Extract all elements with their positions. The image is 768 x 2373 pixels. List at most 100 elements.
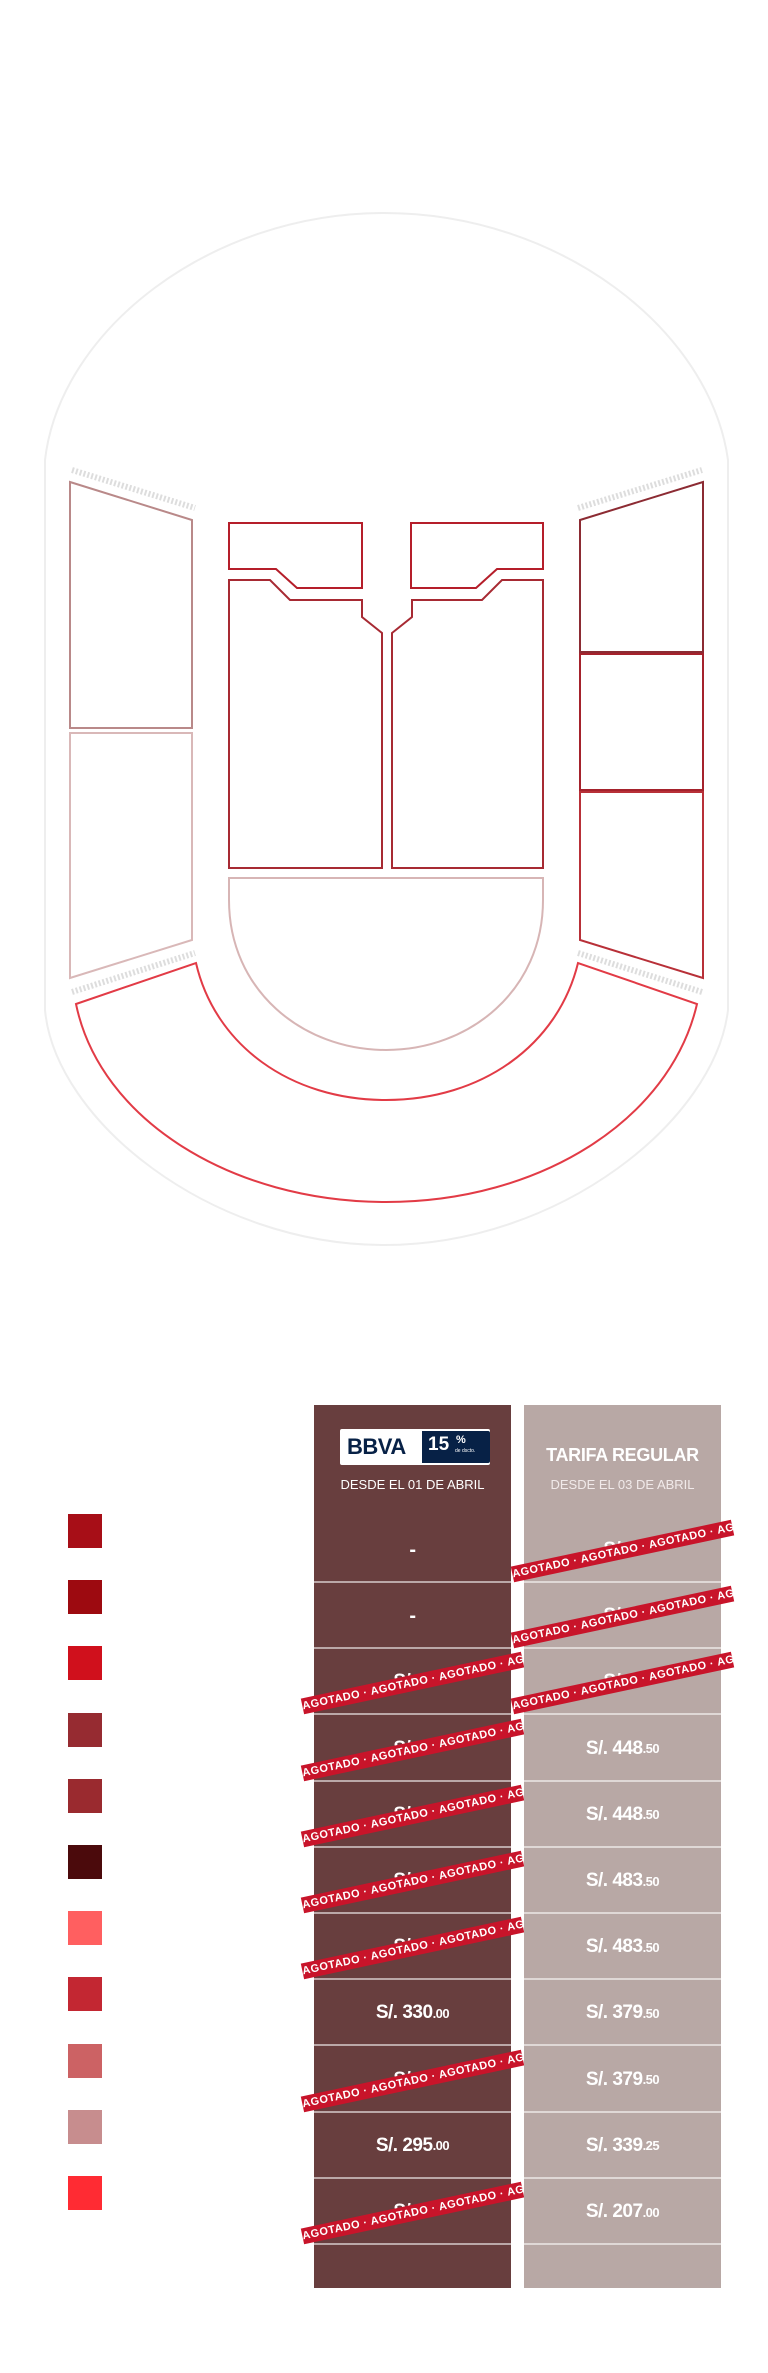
row-divider	[314, 1713, 511, 1716]
row-divider	[314, 2044, 511, 2047]
legend-swatch	[68, 1580, 102, 1615]
regular-price-cell[interactable]: S/. 448.50	[524, 1782, 721, 1848]
section-floor-u[interactable]	[228, 877, 544, 1052]
discount-percent: %	[456, 1434, 466, 1446]
regular-price-column: TARIFA REGULAR DESDE EL 03 DE ABRIL S/. …	[510, 1405, 735, 2288]
stairs-right-bottom	[577, 950, 703, 995]
price-main: S/. 448	[585, 1803, 643, 1825]
sold-out-banner: AGOTADO · AGOTADO · AGOTADO · AGOTADO	[300, 1916, 525, 1980]
legend-swatch	[68, 1911, 102, 1946]
section-floor-left[interactable]	[228, 579, 383, 869]
section-right-middle[interactable]	[579, 653, 704, 791]
row-divider	[524, 1845, 721, 1848]
bbva-price-cell[interactable]: -	[314, 1583, 511, 1649]
sold-out-banner: AGOTADO · AGOTADO · AGOTADO · AGOTADO	[510, 1652, 735, 1715]
regular-column-header: TARIFA REGULAR DESDE EL 03 DE ABRIL	[524, 1405, 721, 1517]
row-divider	[524, 2110, 721, 2113]
legend-swatch	[68, 1778, 102, 1813]
bbva-price-column: BBVA 15 % de dscto. DESDE EL 01 DE ABRIL…	[300, 1405, 525, 2288]
regular-title: TARIFA REGULAR	[546, 1445, 699, 1465]
legend-swatch	[68, 2109, 102, 2144]
bbva-brand: BBVA	[347, 1434, 406, 1459]
section-floor-right[interactable]	[391, 579, 544, 869]
row-divider	[314, 2110, 511, 2113]
discount-badge: 15 % de dscto.	[422, 1431, 490, 1463]
price-decimals: .50	[642, 2072, 660, 2088]
regular-price-cell[interactable]: S/. 339.25	[524, 2113, 721, 2179]
legend-swatch	[68, 1646, 102, 1681]
section-front-left[interactable]	[228, 522, 363, 589]
legend-swatch	[68, 2043, 102, 2078]
price-decimals: .50	[642, 1807, 660, 1823]
section-front-right[interactable]	[410, 522, 544, 589]
price-main: S/. 339	[585, 2134, 643, 2156]
row-divider	[524, 2176, 721, 2179]
price-main: S/. 330	[375, 2002, 433, 2024]
sold-out-banner: AGOTADO · AGOTADO · AGOTADO · AGOTADO	[300, 1652, 525, 1715]
bbva-since-date: DESDE EL 01 DE ABRIL	[340, 1477, 485, 1492]
bbva-price-cell[interactable]: S/. 295.00	[314, 2113, 511, 2179]
price-decimals: .25	[642, 2138, 660, 2154]
section-left-bottom[interactable]	[69, 732, 193, 980]
price-decimals: .00	[432, 2005, 450, 2021]
section-right-bottom[interactable]	[579, 791, 704, 980]
regular-price-cell[interactable]: S/. .50AGOTADO · AGOTADO · AGOTADO · AGO…	[510, 1583, 735, 1649]
row-divider	[314, 1647, 511, 1650]
sold-out-banner: AGOTADO · AGOTADO · AGOTADO · AGOTADO	[510, 1585, 735, 1649]
regular-price-cell[interactable]: S/. 483.50	[524, 1848, 721, 1914]
sold-out-banner: AGOTADO · AGOTADO · AGOTADO · AGOTADO	[300, 1718, 525, 1781]
regular-price-cell[interactable]: S/. .50AGOTADO · AGOTADO · AGOTADO · AGO…	[510, 1517, 735, 1583]
row-divider	[314, 2176, 511, 2179]
regular-price-cell[interactable]: S/. 207.00	[524, 2179, 721, 2245]
price-main: S/. 483	[585, 1936, 643, 1958]
discount-sub: de dscto.	[455, 1448, 476, 1454]
row-divider	[524, 1978, 721, 1981]
regular-since-date: DESDE EL 03 DE ABRIL	[550, 1477, 695, 1492]
section-horseshoe[interactable]	[74, 961, 699, 1204]
price-main: S/. 379	[585, 2068, 643, 2090]
sold-out-banner: AGOTADO · AGOTADO · AGOTADO · AGOTADO	[510, 1519, 735, 1583]
bbva-price-cell[interactable]: S/. 330.00	[314, 1980, 511, 2046]
stairs-right-top	[577, 467, 703, 511]
row-divider	[314, 2243, 511, 2245]
legend-swatch	[68, 2176, 102, 2210]
discount-number: 15	[428, 1434, 450, 1455]
venue-map	[44, 211, 729, 1247]
regular-price-cell[interactable]: S/. 448.50	[524, 1716, 721, 1782]
row-divider	[314, 1912, 511, 1914]
sold-out-banner: AGOTADO · AGOTADO · AGOTADO · AGOTADO	[300, 2181, 525, 2245]
section-right-top[interactable]	[579, 480, 704, 653]
section-left-top[interactable]	[69, 480, 193, 729]
stairs-left-top	[71, 467, 196, 511]
price-decimals: .00	[432, 2138, 450, 2154]
stairs-left-bottom	[71, 950, 196, 995]
row-divider	[524, 2044, 721, 2047]
sold-out-banner: AGOTADO · AGOTADO · AGOTADO · AGOTADO	[300, 1784, 525, 1848]
bbva-price-cell[interactable]: -	[314, 1517, 511, 1583]
bbva-column-header: BBVA 15 % de dscto. DESDE EL 01 DE ABRIL	[314, 1405, 511, 1517]
row-divider	[524, 1647, 721, 1650]
price-decimals: .50	[642, 1873, 660, 1889]
row-divider	[524, 1581, 721, 1583]
row-divider	[524, 1713, 721, 1716]
regular-price-cell[interactable]: S/. 483.50	[524, 1914, 721, 1980]
regular-price-cell[interactable]: S/. 379.50	[524, 2047, 721, 2113]
legend-swatch	[68, 1977, 102, 2012]
price-decimals: .50	[642, 1741, 660, 1757]
price-main: S/. 483	[585, 1870, 643, 1891]
row-divider	[524, 2243, 721, 2245]
row-divider	[524, 1779, 721, 1782]
row-divider	[314, 1978, 511, 1981]
legend-swatch	[68, 1712, 102, 1747]
regular-price-cell[interactable]: S/. 379.50	[524, 1980, 721, 2046]
sold-out-banner: AGOTADO · AGOTADO · AGOTADO · AGOTADO	[300, 2049, 525, 2112]
row-divider	[314, 1581, 511, 1583]
